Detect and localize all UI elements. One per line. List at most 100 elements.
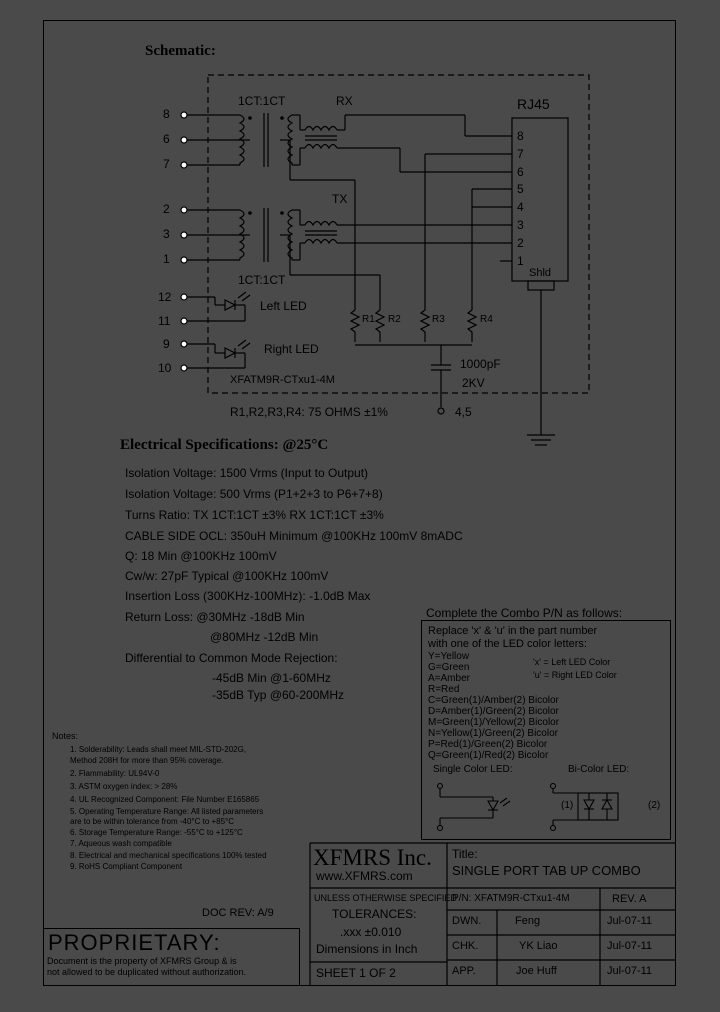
title-label: Title: xyxy=(452,847,478,861)
tx-label: TX xyxy=(332,192,348,206)
color-code: A=Amber xyxy=(428,673,470,684)
led-pin-label: 12 xyxy=(158,290,172,304)
color-code: N=Yellow(1)/Green(2) Bicolor xyxy=(428,728,558,739)
combo-intro: Replace 'x' & 'u' in the part number xyxy=(428,625,598,637)
bi-led-2: (2) xyxy=(648,800,661,811)
resistor-label: R3 xyxy=(432,314,445,325)
spec-line: Turns Ratio: TX 1CT:1CT ±3% RX 1CT:1CT ±… xyxy=(125,508,384,522)
rj45-pin-label: 8 xyxy=(517,129,524,143)
spec-line: Differential to Common Mode Rejection: xyxy=(125,651,338,665)
spec-line: Isolation Voltage: 1500 Vrms (Input to O… xyxy=(125,466,369,480)
tolerances-label: TOLERANCES: xyxy=(332,907,417,921)
left-pin-label: 1 xyxy=(163,252,170,266)
row-date: Jul-07-11 xyxy=(607,965,653,977)
bi-led-label: Bi-Color LED: xyxy=(568,764,630,775)
rj45-pin-label: 6 xyxy=(517,165,524,179)
resistor-label: R4 xyxy=(480,314,493,325)
row-date: Jul-07-11 xyxy=(607,915,653,927)
rj45-pin-label: 3 xyxy=(517,218,524,232)
resistor-note: R1,R2,R3,R4: 75 OHMS ±1% xyxy=(230,405,388,419)
note-item: 5. Operating Temperature Range: All list… xyxy=(70,807,264,816)
rx-label: RX xyxy=(336,94,353,108)
spec-line: Insertion Loss (300KHz-100MHz): -1.0dB M… xyxy=(125,589,371,603)
left-pin-label: 2 xyxy=(163,202,170,216)
row-label: CHK. xyxy=(452,940,479,952)
u-note: 'u' = Right LED Color xyxy=(533,670,617,680)
led-pin-label: 9 xyxy=(163,337,170,351)
notes-heading: Notes: xyxy=(52,731,79,741)
color-code: D=Amber(1)/Green(2) Bicolor xyxy=(428,706,559,717)
left-led-label: Left LED xyxy=(260,299,307,313)
note-item: 8. Electrical and mechanical specificati… xyxy=(70,851,267,860)
part-label: XFATM9R-CTxu1-4M xyxy=(230,374,335,386)
spec-line: Cw/w: 27pF Typical @100KHz 100mV xyxy=(125,569,329,583)
row-label: DWN. xyxy=(452,915,482,927)
electrical-heading: Electrical Specifications: @25°C xyxy=(120,437,329,453)
company-name: XFMRS Inc. xyxy=(313,845,432,870)
row-name: Joe Huff xyxy=(516,965,557,977)
note-item: 9. RoHS Compliant Component xyxy=(70,862,183,871)
color-code: M=Green(1)/Yellow(2) Bicolor xyxy=(428,717,560,728)
rj45-label: RJ45 xyxy=(517,96,550,112)
note-item: 4. UL Recognized Component: File Number … xyxy=(70,795,260,804)
resistor-label: R1 xyxy=(362,314,375,325)
note-item: 2. Flammability: UL94V-0 xyxy=(70,769,160,778)
row-label: APP. xyxy=(452,965,476,977)
left-pin-label: 6 xyxy=(163,132,170,146)
rj45-pin-label: 5 xyxy=(517,182,524,196)
proprietary-title: PROPRIETARY: xyxy=(48,930,221,955)
combo-intro: with one of the LED color letters: xyxy=(428,638,587,650)
x-note: 'x' = Left LED Color xyxy=(533,657,611,667)
ratio-label-bottom: 1CT:1CT xyxy=(238,273,286,287)
resistor-label: R2 xyxy=(388,314,401,325)
cap-voltage: 2KV xyxy=(462,376,485,390)
combo-heading: Complete the Combo P/N as follows: xyxy=(426,606,623,620)
revision: REV. A xyxy=(612,893,647,905)
row-name: YK Liao xyxy=(519,940,558,952)
note-item: 1. Solderability: Leads shall meet MIL-S… xyxy=(70,745,247,754)
row-date: Jul-07-11 xyxy=(607,940,653,952)
color-code: P=Red(1)/Green(2) Bicolor xyxy=(428,739,548,750)
color-code: R=Red xyxy=(428,684,460,695)
proprietary-line: not allowed to be duplicated without aut… xyxy=(47,967,247,977)
ratio-label-top: 1CT:1CT xyxy=(238,94,286,108)
color-code: Q=Green(1)/Red(2) Bicolor xyxy=(428,750,549,761)
spec-line: -45dB Min @1-60MHz xyxy=(212,671,331,685)
rj45-pin-label: 1 xyxy=(517,254,524,268)
row-name: Feng xyxy=(515,915,541,927)
spec-line: Isolation Voltage: 500 Vrms (P1+2+3 to P… xyxy=(125,487,383,501)
bi-led-1: (1) xyxy=(561,800,574,811)
spec-line: Q: 18 Min @100KHz 100mV xyxy=(125,549,277,563)
part-number: P/N: XFATM9R-CTxu1-4M xyxy=(452,893,570,904)
schematic-heading: Schematic: xyxy=(145,43,216,59)
shield-label: Shld xyxy=(529,267,552,279)
rj45-pin-label: 7 xyxy=(517,147,524,161)
left-pin-label: 8 xyxy=(163,107,170,121)
note-item: Method 208H for more than 95% coverage. xyxy=(70,756,224,765)
right-led-label: Right LED xyxy=(264,342,319,356)
note-item: 6. Storage Temperature Range: -55°C to +… xyxy=(70,828,243,837)
color-code: C=Green(1)/Amber(2) Bicolor xyxy=(428,695,559,706)
schematic-diagram xyxy=(180,74,590,446)
cap-value: 1000pF xyxy=(460,357,501,371)
rj45-pin-label: 4 xyxy=(517,200,524,214)
note-item: are to be within tolerance from -40°C to… xyxy=(70,817,235,826)
spec-line: CABLE SIDE OCL: 350uH Minimum @100KHz 10… xyxy=(125,529,463,543)
drawing-title: SINGLE PORT TAB UP COMBO xyxy=(452,863,641,878)
unless-specified: UNLESS OTHERWISE SPECIFIED xyxy=(314,893,457,903)
doc-rev: DOC REV: A/9 xyxy=(202,907,274,919)
note-item: 7. Aqueous wash compatible xyxy=(70,839,172,848)
sheet-number: SHEET 1 OF 2 xyxy=(316,966,396,980)
company-website: www.XFMRS.com xyxy=(316,869,413,883)
spec-line: -35dB Typ @60-200MHz xyxy=(212,688,345,702)
spec-line: @80MHz -12dB Min xyxy=(210,630,319,644)
single-led-label: Single Color LED: xyxy=(433,764,513,775)
proprietary-box xyxy=(44,928,300,985)
led-pin-label: 11 xyxy=(158,314,171,328)
tolerance-value: .xxx ±0.010 xyxy=(340,925,402,939)
drawing-sheet xyxy=(43,20,676,986)
proprietary-line: Document is the property of XFMRS Group … xyxy=(47,956,237,966)
combo-box xyxy=(421,620,671,840)
